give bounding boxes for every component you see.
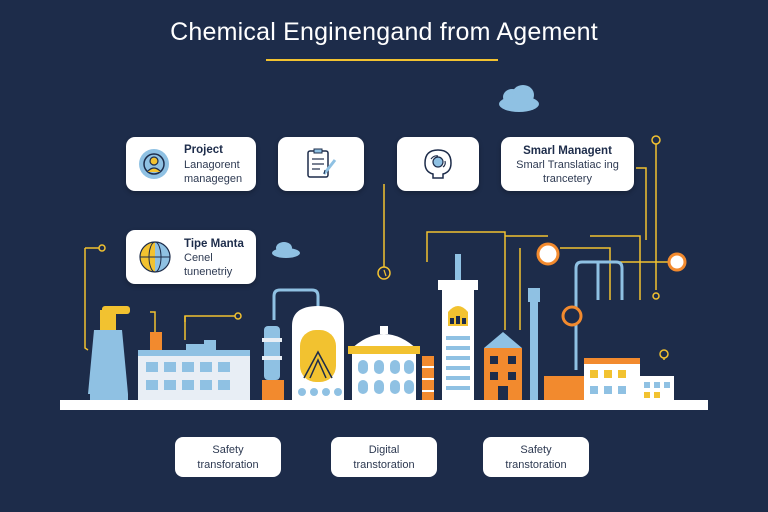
- tall-tower: [438, 254, 478, 400]
- label-line: transtoration: [353, 459, 415, 471]
- card-line: Smarl Translatiac ing: [516, 159, 619, 171]
- card-line: Lanagorent: [184, 159, 240, 171]
- clipboard-pen-icon: [307, 148, 337, 178]
- label-line: Digital: [368, 444, 400, 456]
- bottom-label-digital[interactable]: Digital transtoration: [331, 437, 437, 477]
- user-gear-icon: [139, 149, 169, 179]
- label-line: transforation: [197, 459, 259, 471]
- orange-house: [484, 332, 522, 400]
- card-title: Project: [184, 144, 223, 156]
- reactor-column: [262, 326, 284, 400]
- cloud-icon: [272, 242, 300, 258]
- tipe-manta-card[interactable]: Tipe Manta Cenel tunenetriy: [126, 230, 256, 284]
- bottom-label-safety[interactable]: Safety transforation: [175, 437, 281, 477]
- bottom-label-safety-2[interactable]: Safety transtoration: [483, 437, 589, 477]
- orange-column: [422, 356, 434, 400]
- card-line: managegen: [184, 173, 243, 185]
- label-line: transtoration: [505, 459, 567, 471]
- card-title: Tipe Manta: [184, 238, 244, 250]
- title-underline: [266, 59, 498, 61]
- page-title: Chemical Enginengand from Agement: [170, 18, 598, 46]
- label-line: Safety: [212, 444, 244, 456]
- dome-building: [348, 326, 420, 400]
- right-building: [584, 358, 674, 400]
- cloud-icon: [499, 85, 539, 112]
- storage-tank: [292, 306, 344, 400]
- card-title: Smarl Managent: [523, 145, 612, 157]
- card-line: Cenel: [184, 252, 213, 264]
- smart-management-card[interactable]: Smarl Managent Smarl Translatiac ing tra…: [501, 137, 634, 191]
- card-line: trancetery: [543, 173, 592, 185]
- label-line: Safety: [520, 444, 552, 456]
- factory-building: [138, 332, 250, 400]
- brain-card[interactable]: [397, 137, 479, 191]
- globe-icon: [139, 241, 171, 273]
- brain-gear-icon: [424, 149, 452, 179]
- chimney-stacks: [528, 288, 584, 400]
- project-management-card[interactable]: Project Lanagorent managegen: [126, 137, 256, 191]
- card-line: tunenetriy: [184, 266, 233, 278]
- clipboard-card[interactable]: [278, 137, 364, 191]
- silo-left: [88, 306, 130, 400]
